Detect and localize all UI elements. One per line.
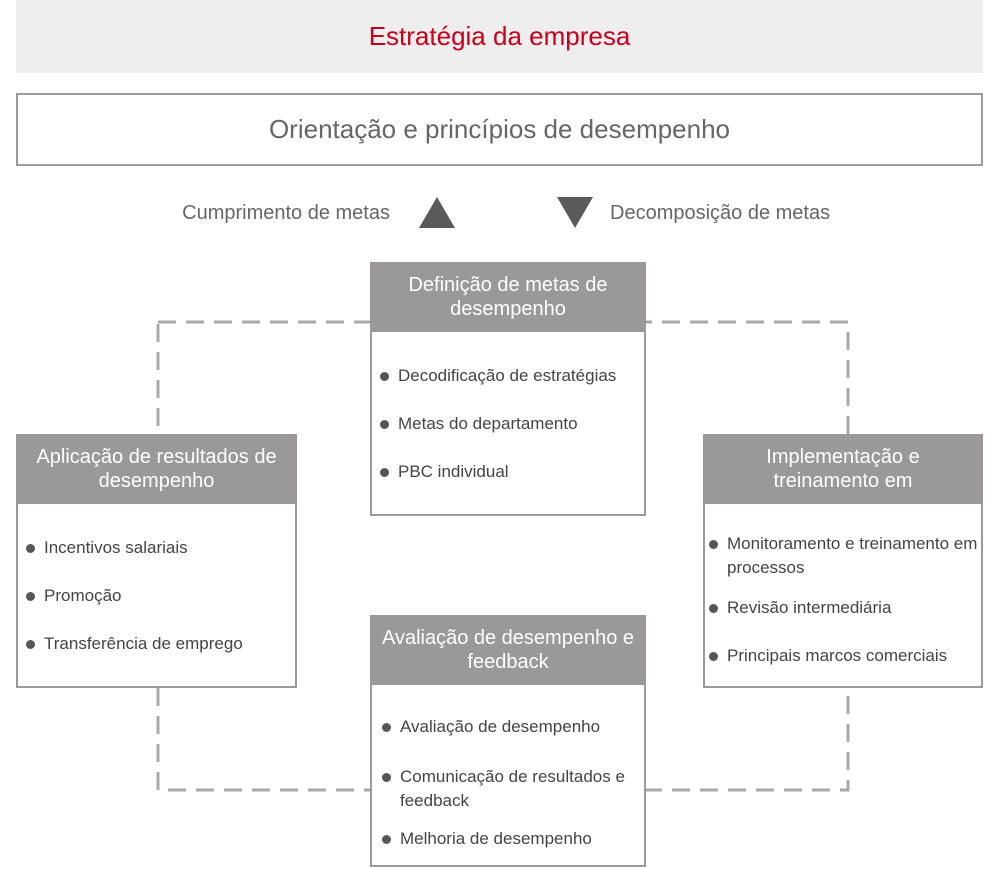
- list-item: Avaliação de desempenho: [380, 715, 638, 739]
- box-title: Aplicação de resultados de desempenho: [16, 434, 297, 504]
- list-item: Metas do departamento: [378, 412, 638, 436]
- down-triangle-icon: [557, 197, 593, 228]
- box-title: Implementação e treinamento em: [703, 434, 983, 504]
- goal-decomposition-label: Decomposição de metas: [610, 202, 831, 224]
- box-title: Avaliação de desempenho e feedback: [370, 615, 646, 685]
- list-item: Decodificação de estratégias: [378, 364, 638, 388]
- list-item: Promoção: [24, 584, 289, 608]
- list-item: PBC individual: [378, 460, 638, 484]
- results-application-box: Aplicação de resultados de desempenho In…: [16, 434, 297, 688]
- list-item: Incentivos salariais: [24, 536, 289, 560]
- box-title: Definição de metas de desempenho: [370, 262, 646, 332]
- list-item: Revisão intermediária: [707, 596, 981, 620]
- company-strategy-banner: Estratégia da empresa: [16, 0, 983, 73]
- list-item: Principais marcos comerciais: [707, 644, 981, 668]
- up-triangle-icon: [419, 197, 455, 228]
- list-item: Monitoramento e treinamento em processos: [707, 532, 981, 580]
- goal-setting-box: Definição de metas de desempenho Decodif…: [370, 262, 646, 516]
- orientation-box: Orientação e princípios de desempenho: [16, 93, 983, 166]
- evaluation-feedback-box: Avaliação de desempenho e feedback Avali…: [370, 615, 646, 867]
- goal-fulfillment-label: Cumprimento de metas: [182, 202, 390, 224]
- implementation-box: Implementação e treinamento em Monitoram…: [703, 434, 983, 688]
- list-item: Melhoria de desempenho: [380, 827, 638, 851]
- list-item: Comunicação de resultados e feedback: [380, 765, 638, 813]
- list-item: Transferência de emprego: [24, 632, 289, 656]
